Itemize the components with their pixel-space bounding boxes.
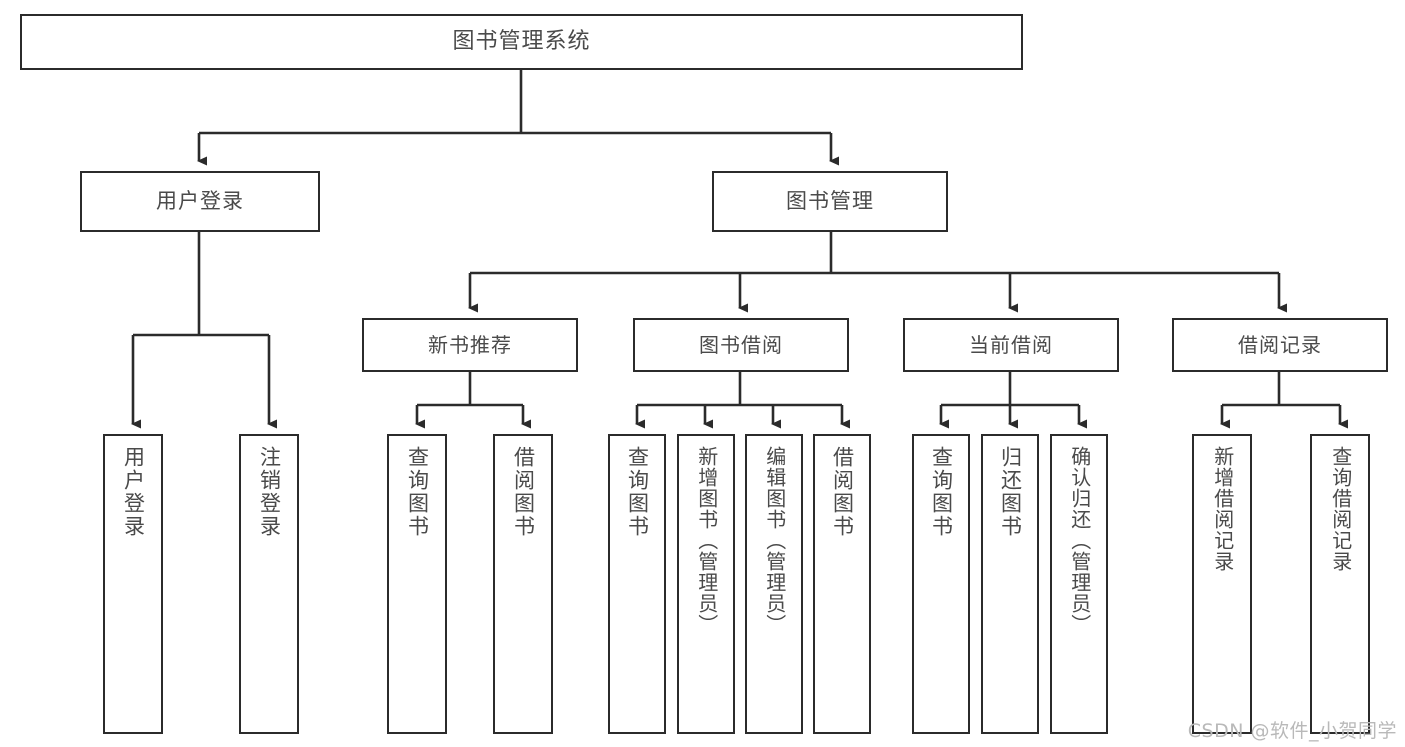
node-label: 借阅图书 <box>511 446 536 538</box>
node-label: 新增借阅记录 <box>1210 446 1235 572</box>
leaf-logout[interactable]: 注销登录 <box>239 434 299 734</box>
leaf-query-book-borrow[interactable]: 查询图书 <box>608 434 666 734</box>
node-book-management[interactable]: 图书管理 <box>712 171 948 232</box>
node-current-borrow[interactable]: 当前借阅 <box>903 318 1119 372</box>
node-label: 确认归还（管理员） <box>1067 446 1092 635</box>
node-borrow-record[interactable]: 借阅记录 <box>1172 318 1388 372</box>
leaf-user-login[interactable]: 用户登录 <box>103 434 163 734</box>
node-new-book-recommend[interactable]: 新书推荐 <box>362 318 578 372</box>
leaf-add-borrow-record[interactable]: 新增借阅记录 <box>1192 434 1252 734</box>
leaf-return-book[interactable]: 归还图书 <box>981 434 1039 734</box>
leaf-query-borrow-record[interactable]: 查询借阅记录 <box>1310 434 1370 734</box>
leaf-query-book-current[interactable]: 查询图书 <box>912 434 970 734</box>
node-label: 查询借阅记录 <box>1328 446 1353 572</box>
node-label: 新增图书（管理员） <box>694 446 719 635</box>
node-label: 查询图书 <box>405 446 430 538</box>
leaf-borrow-book-recommend[interactable]: 借阅图书 <box>493 434 553 734</box>
node-label: 归还图书 <box>998 446 1023 538</box>
node-book-borrow[interactable]: 图书借阅 <box>633 318 849 372</box>
node-label: 用户登录 <box>156 189 244 214</box>
leaf-add-book-admin[interactable]: 新增图书（管理员） <box>677 434 735 734</box>
leaf-borrow-book[interactable]: 借阅图书 <box>813 434 871 734</box>
leaf-confirm-return-admin[interactable]: 确认归还（管理员） <box>1050 434 1108 734</box>
node-label: 借阅记录 <box>1238 332 1322 357</box>
node-label: 新书推荐 <box>428 332 512 357</box>
node-label: 编辑图书（管理员） <box>762 446 787 635</box>
leaf-edit-book-admin[interactable]: 编辑图书（管理员） <box>745 434 803 734</box>
node-label: 借阅图书 <box>830 446 855 538</box>
node-label: 用户登录 <box>121 446 146 538</box>
node-label: 注销登录 <box>257 446 282 538</box>
node-user-login[interactable]: 用户登录 <box>80 171 320 232</box>
node-label: 查询图书 <box>625 446 650 538</box>
node-label: 查询图书 <box>929 446 954 538</box>
node-label: 图书管理系统 <box>452 29 591 55</box>
node-label: 图书管理 <box>786 189 874 214</box>
node-root-system[interactable]: 图书管理系统 <box>20 14 1023 70</box>
node-label: 图书借阅 <box>699 332 783 357</box>
leaf-query-book-recommend[interactable]: 查询图书 <box>387 434 447 734</box>
node-label: 当前借阅 <box>969 332 1053 357</box>
watermark-text: CSDN @软件_小贺同学 <box>1187 720 1397 742</box>
